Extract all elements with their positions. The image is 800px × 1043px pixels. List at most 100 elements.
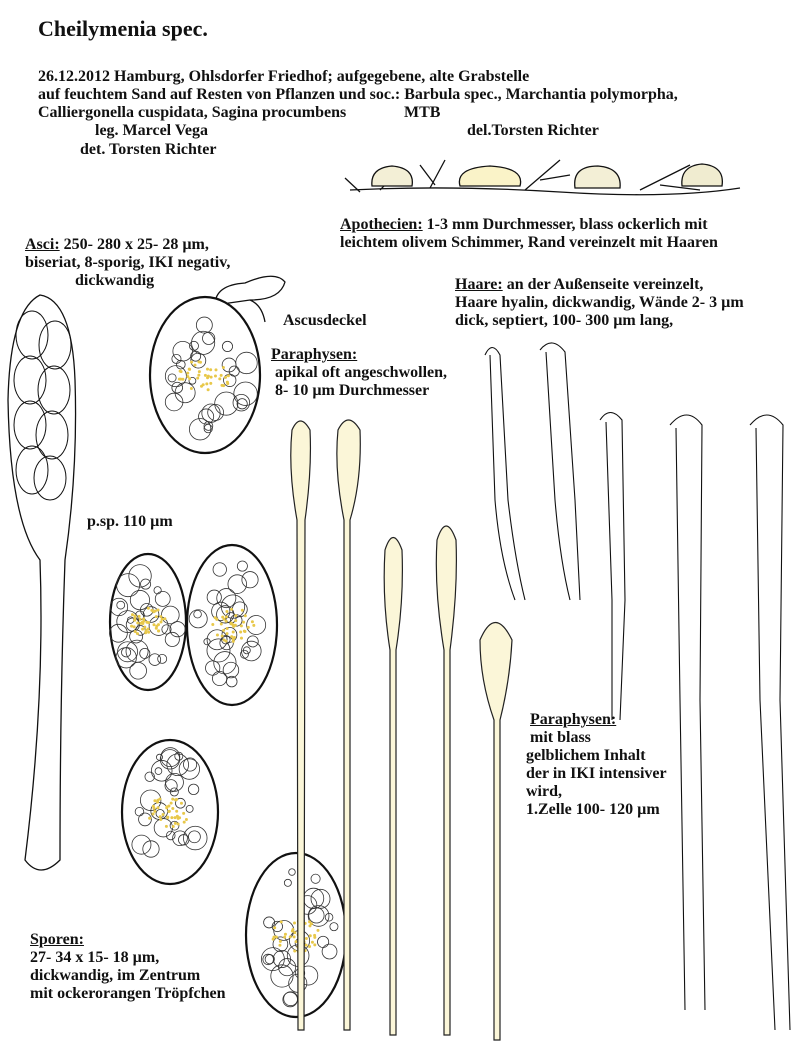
apothecien-line-1: 1-3 mm Durchmesser, blass ockerlich mit: [422, 216, 708, 233]
asci-text: Asci: 250- 280 x 25- 28 µm,biseriat, 8-s…: [25, 236, 230, 290]
apothecia-sketch: [344, 159, 741, 196]
spore-droplet: [313, 943, 317, 947]
spore-droplet: [222, 628, 226, 632]
spore-droplet: [170, 816, 174, 820]
spore-droplet: [205, 367, 209, 371]
spore-droplet: [176, 816, 180, 820]
spore-droplet: [174, 798, 178, 802]
spore-droplet: [274, 935, 278, 939]
spore-bubble: [236, 560, 248, 572]
spore-droplet: [133, 618, 137, 622]
spore: [148, 295, 262, 455]
spore-droplet: [231, 630, 235, 634]
spore-droplet: [196, 376, 200, 380]
spore-droplet: [221, 365, 225, 369]
spore-droplet: [242, 620, 246, 624]
page-title: Cheilymenia spec.: [38, 16, 208, 41]
spore-bubble: [183, 757, 198, 772]
spore-droplet: [171, 806, 175, 810]
spore-droplet: [153, 799, 157, 803]
haare-text: Haare: an der Außenseite vereinzelt,Haar…: [455, 276, 744, 330]
spore-bubble: [222, 661, 240, 679]
spore-bubble: [272, 949, 291, 968]
spore-droplet: [308, 920, 312, 924]
spore-droplet: [178, 369, 182, 373]
spore-bubble: [216, 588, 237, 609]
paraphysen2-line-1: mit blass: [530, 729, 591, 746]
spore-bubble: [201, 403, 221, 423]
spore-droplet: [219, 622, 223, 626]
spore-bubble: [226, 675, 238, 688]
spore-bubble: [154, 767, 163, 775]
spore: [120, 738, 220, 886]
spore-droplet: [243, 629, 247, 633]
spore-droplet: [199, 360, 203, 364]
spore-droplet: [197, 373, 201, 377]
spore-droplet: [157, 629, 161, 633]
spore-bubble: [232, 393, 251, 412]
spore-droplet: [278, 943, 282, 947]
spore-bubble: [212, 562, 227, 577]
spore-bubble: [246, 635, 259, 648]
spore-droplet: [155, 624, 159, 628]
spore-droplet: [159, 615, 163, 619]
spore-droplet: [214, 368, 218, 372]
spore-bubble: [288, 868, 296, 876]
spore-bubble: [227, 574, 247, 594]
spore-bubble: [191, 330, 216, 355]
spore-bubble: [172, 830, 188, 847]
spore-bubble: [142, 840, 160, 858]
spore-droplet: [156, 608, 160, 612]
spore-bubble: [206, 638, 231, 663]
spore-bubble: [161, 624, 172, 635]
spore-bubble: [205, 660, 221, 676]
spore-droplet: [283, 935, 287, 939]
spore-bubble: [115, 647, 137, 669]
spore-droplet: [240, 608, 244, 612]
spore-bubble: [156, 753, 163, 761]
spore-bubble: [125, 639, 149, 663]
spore-bubble: [142, 606, 160, 623]
sporen-line-3: mit ockerorangen Tröpfchen: [30, 985, 226, 1002]
paraphysen-line-1: apikal oft angeschwollen,: [275, 364, 448, 381]
spore-bubble: [116, 573, 141, 598]
spore-bubble: [188, 376, 197, 385]
haare-heading: Haare:: [455, 276, 503, 293]
spore-droplet: [141, 627, 145, 631]
spore-bubble: [109, 623, 128, 643]
spore-droplet: [290, 929, 294, 933]
spore-bubble: [178, 758, 200, 780]
spore-droplet: [148, 816, 152, 820]
spore-bubble: [175, 797, 186, 809]
hairs: [484, 342, 791, 1031]
spore-droplet: [304, 937, 308, 941]
spore-bubble: [164, 779, 178, 793]
spore-droplet: [190, 360, 194, 364]
header-line-2: auf feuchtem Sand auf Resten von Pflanze…: [38, 86, 678, 103]
spore-bubble: [166, 753, 189, 777]
ascusdeckel-sketch: [214, 275, 286, 323]
spore-droplet: [166, 816, 170, 820]
sporen-heading: Sporen:: [30, 931, 84, 948]
spore-droplet: [211, 623, 215, 627]
spore-droplet: [175, 809, 179, 813]
spore-droplet: [193, 363, 197, 367]
spore-bubble: [164, 392, 184, 412]
spore-bubble: [310, 873, 321, 884]
spore-bubble: [157, 653, 168, 664]
spore-droplet: [159, 818, 163, 822]
spore-droplet: [197, 370, 201, 374]
paraphysen2-line-2: gelblichem Inhalt: [526, 747, 646, 764]
spore-droplet: [186, 374, 190, 378]
asci-line-3: dickwandig: [75, 272, 155, 289]
spore-droplet: [182, 811, 186, 815]
spore-droplet: [201, 383, 205, 387]
spore-droplet: [283, 932, 287, 936]
apothecien-heading: Apothecien:: [340, 216, 423, 233]
spore-droplet: [294, 940, 298, 944]
spore-droplet: [231, 623, 235, 627]
spore-droplet: [221, 615, 225, 619]
spore-droplet: [173, 821, 177, 825]
haare-line-3: dick, septiert, 100- 300 µm lang,: [455, 312, 674, 329]
spore-bubble: [195, 316, 213, 334]
